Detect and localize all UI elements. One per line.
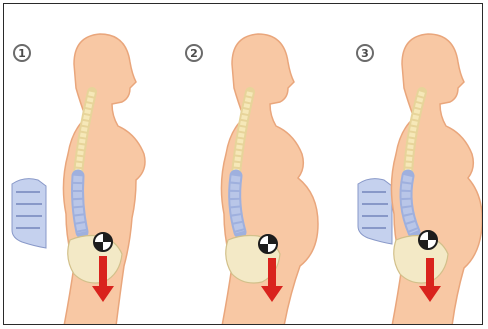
vertebrae-detail-icon (12, 179, 46, 248)
diagram-frame: 1 (3, 3, 483, 325)
panel-2: 2 (164, 4, 324, 325)
center-of-gravity-marker (259, 235, 277, 253)
vertebrae-detail-icon (358, 179, 392, 244)
posture-figure (324, 4, 483, 325)
center-of-gravity-marker (94, 233, 112, 251)
posture-figure (4, 4, 164, 325)
center-of-gravity-marker (419, 231, 437, 249)
panel-1: 1 (4, 4, 164, 325)
posture-figure (164, 4, 324, 325)
panel-3: 3 (324, 4, 483, 325)
